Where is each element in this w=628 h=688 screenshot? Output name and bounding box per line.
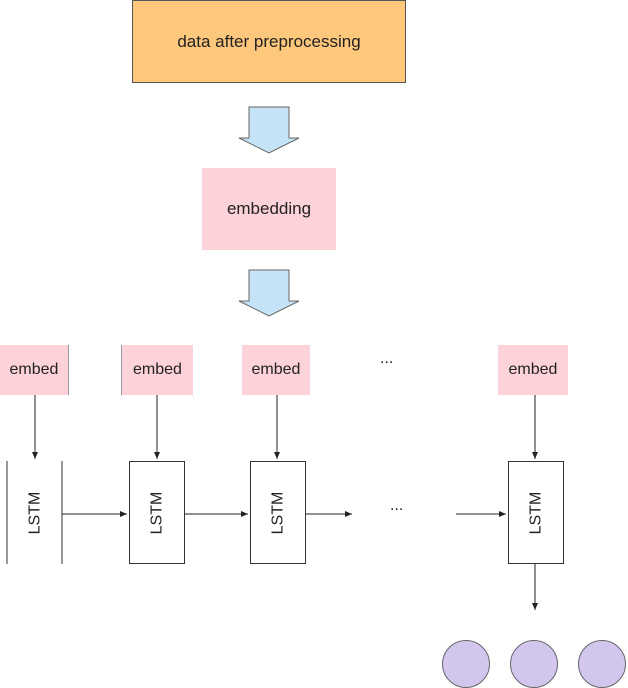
embed-label: embed xyxy=(9,361,59,378)
lstm-cell-3: LSTM xyxy=(250,461,306,564)
embed-box-4: embed xyxy=(498,345,568,395)
embed-box-1: embed xyxy=(0,345,68,395)
preprocessed-data-box: data after preprocessing xyxy=(132,0,406,83)
embed-label: embed xyxy=(508,361,558,378)
lstm-ellipsis: ... xyxy=(390,497,404,514)
lstm-label: LSTM xyxy=(268,491,286,534)
flow-arrow-2 xyxy=(238,269,300,317)
embed-box-2: embed xyxy=(122,345,193,395)
embed-ellipsis: ... xyxy=(380,350,394,367)
output-circle-1 xyxy=(442,640,490,688)
embed-label: embed xyxy=(133,361,182,378)
flow-arrow-1 xyxy=(238,106,300,154)
preprocessed-data-label: data after preprocessing xyxy=(177,31,361,51)
lstm-label: LSTM xyxy=(147,491,165,534)
lstm-cell-2: LSTM xyxy=(129,461,185,564)
lstm-label: LSTM xyxy=(526,491,544,534)
embedding-box: embedding xyxy=(202,168,336,250)
lstm-cell-1: LSTM xyxy=(7,461,63,564)
lstm-label: LSTM xyxy=(25,491,43,534)
embedding-label: embedding xyxy=(226,199,312,218)
embed-label: embed xyxy=(251,361,301,378)
embed-box-3: embed xyxy=(242,345,310,395)
output-circle-3 xyxy=(578,640,626,688)
lstm-cell-4: LSTM xyxy=(508,461,564,564)
output-circle-2 xyxy=(510,640,558,688)
